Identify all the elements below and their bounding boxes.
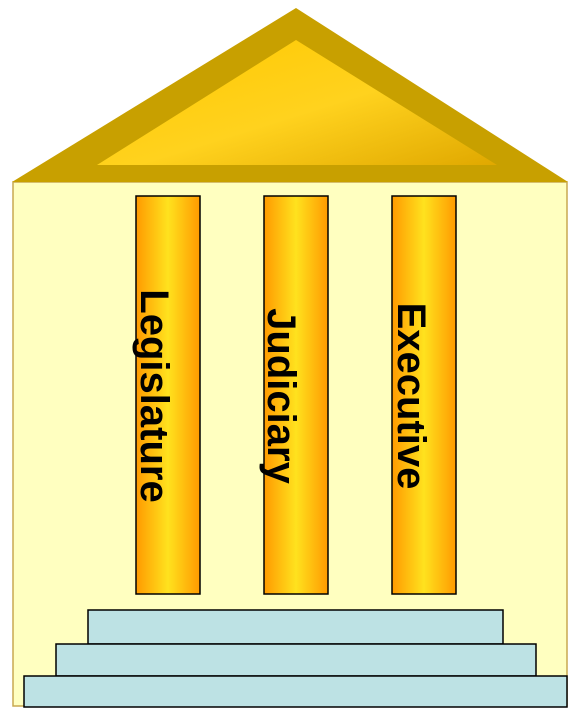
step-top xyxy=(87,609,504,645)
step-middle xyxy=(55,643,537,677)
pillar-label-legislature: Legislature xyxy=(132,289,176,502)
pillar-column xyxy=(391,195,457,595)
pillar-column xyxy=(263,195,329,595)
pillar-judiciary: Judiciary xyxy=(259,195,329,595)
pillar-legislature: Legislature xyxy=(132,195,201,595)
pillar-label-judiciary: Judiciary xyxy=(259,308,303,484)
pillar-column xyxy=(135,195,201,595)
roof-inner-panel xyxy=(97,40,497,165)
pillar-label-executive: Executive xyxy=(389,303,433,490)
step-bottom xyxy=(23,675,568,708)
pillar-executive: Executive xyxy=(389,195,457,595)
